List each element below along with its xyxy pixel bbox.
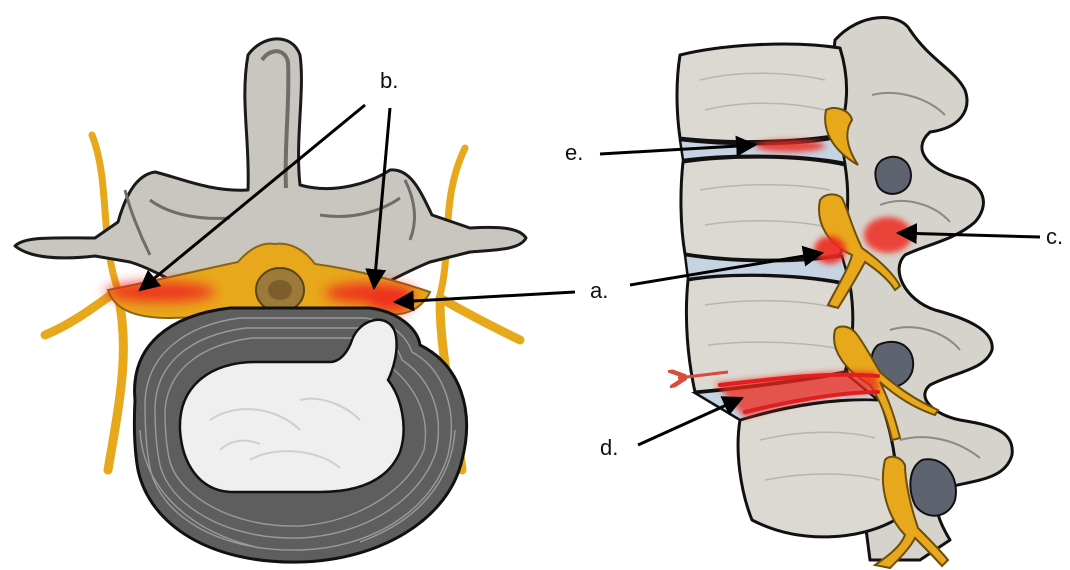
label-c: c. xyxy=(1046,224,1063,249)
label-d: d. xyxy=(600,435,618,460)
lateral-spine-view xyxy=(677,18,1012,568)
intervertebral-disc-axial xyxy=(134,308,466,562)
left-nerve-root xyxy=(45,135,123,470)
label-e: e. xyxy=(565,140,583,165)
pointer-d xyxy=(638,398,742,445)
label-b: b. xyxy=(380,68,398,93)
label-a-axial: a. xyxy=(590,278,608,303)
